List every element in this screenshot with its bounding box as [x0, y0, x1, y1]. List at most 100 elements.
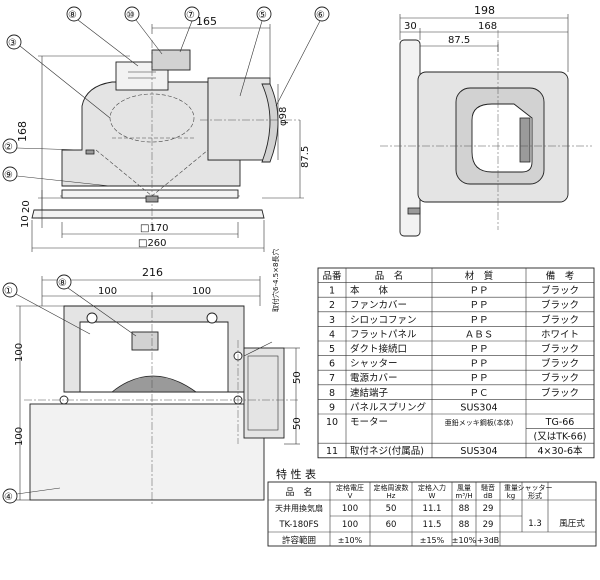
callout-9: ⑨ [4, 170, 13, 181]
parts-cell-3-3: ホワイト [541, 329, 579, 340]
dim-216: 216 [142, 266, 163, 279]
parts-cell-10-3: (又はTK-66) [534, 432, 587, 443]
dim-168-side: 168 [478, 21, 497, 32]
spec-h-0: 定格電圧 [336, 483, 364, 492]
spec-model-2: TK-180FS [278, 520, 318, 530]
parts-cell-9-1: モーター [350, 417, 388, 428]
parts-cell-1-2: ＰＰ [469, 300, 488, 311]
duct-connector [207, 77, 271, 161]
spec-title: 特 性 表 [276, 467, 316, 481]
parts-cell-0-2: ＰＰ [469, 286, 488, 297]
callout-1: ① [4, 286, 13, 297]
parts-cell-2-3: ブラック [541, 314, 579, 326]
parts-cell-4-0: 5 [329, 344, 335, 355]
spec-tol-2: ±15% [420, 536, 445, 545]
parts-cell-1-1: ファンカバー [350, 300, 407, 311]
parts-cell-8-1: パネルスプリング [350, 401, 427, 413]
parts-cell-4-2: ＰＰ [469, 344, 488, 355]
parts-cell-9-2: 亜鉛メッキ鋼板(本体) [445, 418, 514, 427]
parts-cell-11-0: 11 [326, 446, 338, 457]
spec-h-6: シャッター [518, 483, 553, 492]
parts-cell-8-2: SUS304 [460, 402, 497, 413]
dim-20: 20 [21, 200, 32, 213]
parts-cell-7-0: 8 [329, 388, 335, 399]
spec-h-2: 定格入力 [418, 483, 446, 492]
spec-cell-0-2: 11.1 [423, 504, 442, 514]
plan-view: 216 100 100 100 100 50 50 取付穴6-4.5×8長穴 ①… [2, 249, 303, 506]
callout-2: ② [4, 142, 13, 153]
parts-cell-6-1: 電源カバー [350, 373, 398, 384]
spec-hu-4: dB [483, 492, 492, 500]
parts-cell-7-2: ＰＣ [469, 388, 488, 399]
flat-panel-front [31, 209, 265, 219]
spec-h-4: 騒音 [481, 483, 495, 492]
parts-table-frame [317, 267, 595, 459]
parts-cell-9-0: 10 [326, 417, 338, 428]
fan-plan [110, 375, 198, 393]
parts-header-1: 品 名 [375, 270, 404, 282]
spec-tol-3: ±10% [452, 536, 477, 545]
dim-100-v-upper: 100 [14, 343, 25, 362]
dim-165: 165 [196, 15, 217, 28]
spec-tol-4: +3dB [477, 536, 499, 545]
spec-h-1: 定格周波数 [374, 483, 409, 492]
terminal-plan [131, 331, 159, 351]
dim-phi98: φ98 [278, 107, 289, 126]
spec-cell-1-2: 11.5 [423, 520, 442, 530]
parts-cell-5-1: シャッター [350, 359, 398, 370]
parts-cell-2-1: シロッコファン [350, 315, 417, 326]
spec-tol-label: 許容範囲 [282, 535, 316, 546]
parts-cell-6-0: 7 [329, 373, 335, 384]
parts-cell-11-2: SUS304 [460, 446, 497, 457]
parts-cell-8-0: 9 [329, 402, 335, 413]
spec-hu-6: 形式 [528, 491, 542, 500]
spec-hu-3: m³/H [455, 492, 472, 500]
parts-cell-4-1: ダクト接続口 [350, 343, 407, 355]
spec-cell-0-3: 88 [459, 504, 470, 514]
callout-8-front: ⑧ [68, 10, 77, 21]
callout-3: ③ [8, 38, 17, 49]
spec-hu-2: W [429, 492, 436, 500]
callout-4: ④ [4, 492, 13, 503]
spec-hu-0: V [348, 492, 353, 500]
spec-cell-0-4: 29 [483, 504, 494, 514]
power-cover [151, 49, 191, 71]
spec-weight: 1.3 [528, 519, 542, 529]
parts-cell-7-1: 速結端子 [350, 387, 389, 399]
spec-cell-1-0: 100 [342, 520, 358, 530]
dim-100-left: 100 [98, 286, 117, 297]
spec-table: 特 性 表 品 名定格電圧V定格周波数Hz定格入力W風量m³/H騒音dB重量kg… [267, 467, 597, 547]
side-panel [399, 39, 421, 237]
spec-cell-0-0: 100 [342, 504, 358, 514]
parts-cell-2-0: 3 [329, 315, 335, 326]
parts-cell-5-2: ＰＰ [469, 359, 488, 370]
spec-cell-1-1: 60 [386, 520, 397, 530]
parts-cell-3-0: 4 [329, 329, 335, 340]
callout-7: ⑦ [186, 10, 195, 21]
parts-cell-7-3: ブラック [541, 387, 579, 399]
dim-170: □170 [140, 223, 169, 234]
dim-100-right: 100 [192, 286, 211, 297]
spec-cell-0-1: 50 [386, 504, 397, 514]
side-view: 198 30 168 87.5 [380, 4, 592, 237]
spec-model-1: 天井用換気扇 [275, 503, 323, 513]
spec-cell-1-3: 88 [459, 520, 470, 530]
spec-hu-5: kg [507, 492, 516, 500]
spec-tol-0: ±10% [338, 536, 363, 545]
spec-h-name: 品 名 [285, 486, 312, 498]
parts-cell-6-3: ブラック [541, 372, 579, 384]
spec-h-5: 重量 [504, 484, 518, 492]
parts-cell-1-0: 2 [329, 300, 335, 311]
dim-87-5-front: 87.5 [300, 146, 311, 168]
parts-cell-4-3: ブラック [541, 343, 579, 355]
parts-cell-0-1: 本 体 [350, 285, 389, 297]
parts-cell-11-1: 取付ネジ(付属品) [350, 446, 424, 457]
dim-10: 10 [20, 215, 31, 228]
parts-cell-3-2: ＡＢＳ [465, 329, 494, 340]
parts-cell-5-3: ブラック [541, 358, 579, 370]
parts-header-3: 備 考 [546, 270, 575, 282]
duct-plan [243, 347, 285, 439]
dim-100-v-lower: 100 [14, 427, 25, 446]
callout-10: ⑩ [126, 10, 135, 21]
